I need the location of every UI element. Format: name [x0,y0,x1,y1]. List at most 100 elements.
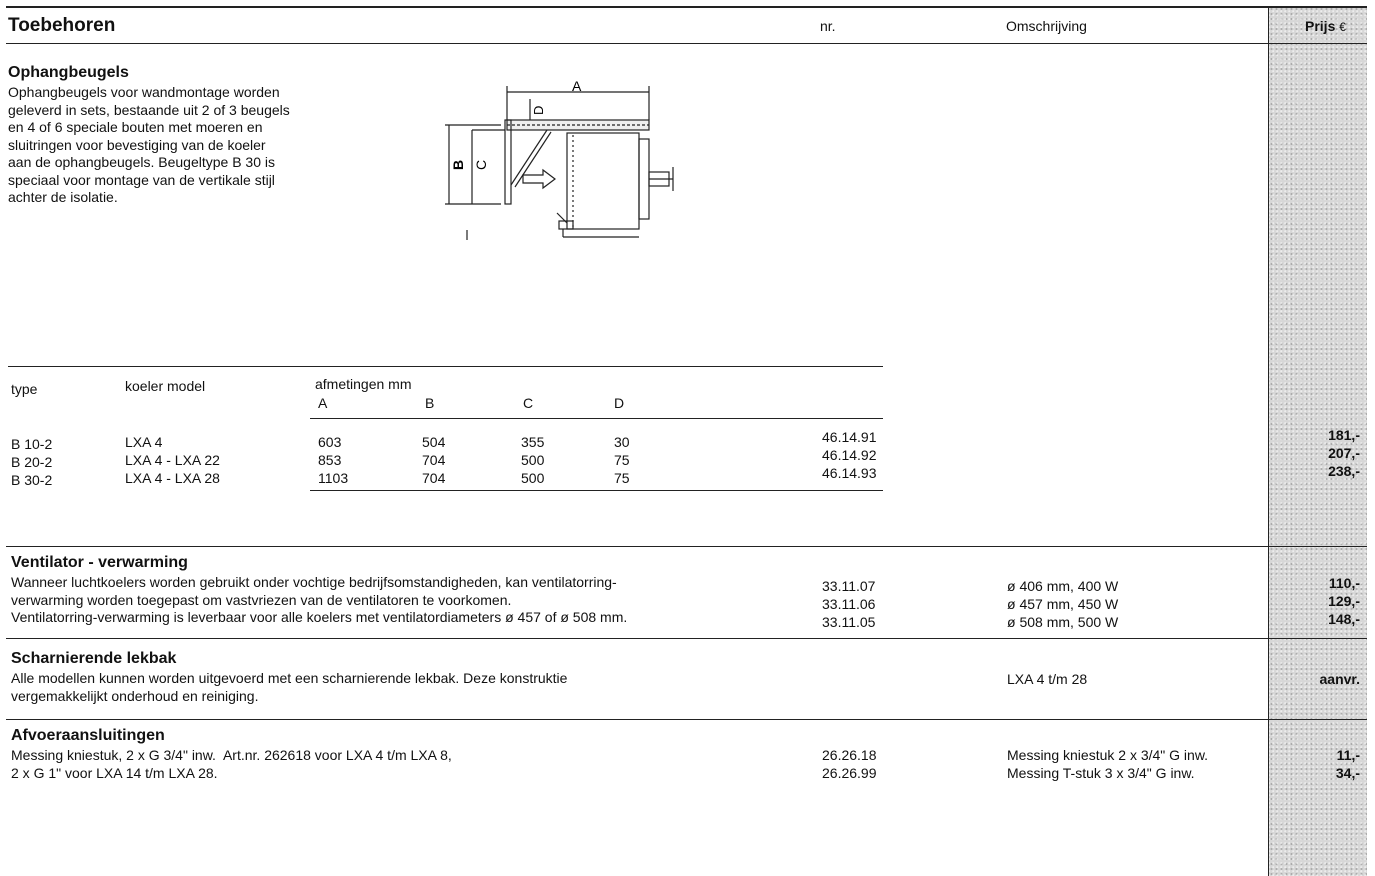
table-cell: 46.14.91 [822,429,877,445]
text-line: Messing kniestuk, 2 x G 3/4" inw. Art.nr… [11,747,452,763]
text-line: en 4 of 6 speciale bouten met moeren en [8,119,263,135]
text-line: Wanneer luchtkoelers worden gebruikt ond… [11,574,617,590]
lekbak-price: aanvr. [1319,671,1360,687]
text-line: geleverd in sets, bestaande uit 2 of 3 b… [8,101,290,118]
section-rule-afvoer [6,719,1367,720]
price-cell: 34,- [1335,765,1360,781]
table-cell: 500 [521,470,545,486]
table-cell: LXA 4 [125,434,163,450]
table-header-dim-d: D [614,395,625,411]
text-line: achter de isolatie. [8,189,118,205]
afvoer-column-desc: Messing kniestuk 2 x 3/4" G inw. Messing… [1007,746,1208,782]
list-item-desc: ø 457 mm, 450 W [1007,596,1119,612]
text-line: speciaal voor montage van de vertikale s… [8,171,275,188]
table-cell: 75 [614,452,630,468]
table-cell: LXA 4 - LXA 28 [125,470,220,486]
price-cell: 11,- [1336,747,1360,763]
section-text-ophangbeugels: Ophangbeugels voor wandmontage worden ge… [8,84,290,207]
table-cell: B 20-2 [11,454,53,470]
list-item-desc: Messing kniestuk 2 x 3/4" G inw. [1007,747,1209,763]
table-cell: 1103 [318,470,349,486]
list-item-nr: 33.11.06 [822,596,876,612]
section-rule-lekbak [6,638,1367,639]
header-top-rule [6,6,1367,8]
ventilator-column-desc: ø 406 mm, 400 W ø 457 mm, 450 W ø 508 mm… [1007,577,1118,631]
table-top-rule [8,366,883,367]
table-cell: 853 [318,452,342,468]
table-header-model: koeler model [125,378,206,394]
table-column-b: 504 704 704 [422,433,445,487]
table-column-model: LXA 4 LXA 4 - LXA 22 LXA 4 - LXA 28 [125,433,220,487]
lekbak-desc: LXA 4 t/m 28 [1007,671,1088,687]
ventilator-column-nr: 33.11.07 33.11.06 33.11.05 [822,577,875,631]
table-cell: 704 [422,452,446,468]
table-header-type: type [11,381,38,397]
section-title-ophangbeugels: Ophangbeugels [8,64,129,81]
diagram-label-d: D [531,106,546,115]
price-cell: 207,- [1328,445,1360,461]
text-line: 2 x G 1" voor LXA 14 t/m LXA 28. [11,764,218,781]
text-line: verwarming worden toegepast om vastvriez… [11,591,512,608]
table-cell: LXA 4 - LXA 22 [125,452,220,468]
table-cell: B 30-2 [11,472,53,488]
table-cell: 355 [521,434,545,450]
prijs-label: Prijs [1305,18,1336,34]
diagram-label-c: C [473,160,489,170]
price-cell: 110,- [1328,575,1360,591]
table-column-nr: 46.14.91 46.14.92 46.14.93 [822,428,877,482]
section-title-ventilator: Ventilator - verwarming [11,554,188,571]
table-bottom-rule [310,490,883,491]
table-cell: 46.14.93 [822,465,877,481]
ventilator-column-price: 110,- 129,- 148,- [1268,574,1360,628]
text-line: Ventilatorring-verwarming is leverbaar v… [11,609,628,625]
page-title: Toebehoren [8,15,116,36]
table-header-dim-c: C [523,395,534,411]
table-column-c: 355 500 500 [521,433,544,487]
table-header-dims: afmetingen mm [315,376,412,392]
table-cell: 75 [614,470,630,486]
list-item-desc: ø 406 mm, 400 W [1007,578,1119,594]
diagram-label-b: B [450,160,466,170]
price-column-shading [1268,6,1367,876]
list-item-nr: 33.11.05 [822,614,876,630]
header-bottom-rule [6,43,1367,44]
diagram-label-a: A [572,78,582,94]
section-title-afvoer: Afvoeraansluitingen [11,727,165,744]
text-line: sluitringen voor bevestiging van de koel… [8,136,266,153]
table-column-a: 603 853 1103 [318,433,348,487]
price-cell: 129,- [1328,593,1360,609]
section-text-ventilator: Wanneer luchtkoelers worden gebruikt ond… [11,574,627,627]
bracket-diagram: A D B C [445,78,674,240]
list-item-desc: Messing T-stuk 3 x 3/4" G inw. [1007,765,1195,781]
table-column-price: 181,- 207,- 238,- [1268,426,1360,480]
section-title-lekbak: Scharnierende lekbak [11,650,177,667]
table-header-dim-a: A [318,395,328,411]
column-header-nr: nr. [820,18,836,34]
table-column-d: 30 75 75 [614,433,630,487]
currency-symbol: € [1339,20,1346,34]
text-line: Alle modellen kunnen worden uitgevoerd m… [11,670,568,686]
afvoer-column-price: 11,- 34,- [1268,746,1360,782]
table-column-type: B 10-2 B 20-2 B 30-2 [11,435,52,489]
table-cell: 46.14.92 [822,447,877,463]
list-item-nr: 33.11.07 [822,578,876,594]
table-cell: B 10-2 [11,436,53,452]
section-text-afvoer: Messing kniestuk, 2 x G 3/4" inw. Art.nr… [11,747,452,782]
text-line: vergemakkelijkt onderhoud en reiniging. [11,687,259,704]
afvoer-column-nr: 26.26.18 26.26.99 [822,746,877,782]
section-rule-ventilator [6,546,1367,547]
table-header-rule [310,418,883,419]
table-header-dim-b: B [425,395,435,411]
table-cell: 704 [422,470,446,486]
table-cell: 504 [422,434,446,450]
list-item-nr: 26.26.18 [822,747,877,763]
table-cell: 30 [614,434,630,450]
price-column-divider [1268,6,1269,876]
price-cell: 238,- [1328,463,1360,479]
list-item-nr: 26.26.99 [822,765,877,781]
section-text-lekbak: Alle modellen kunnen worden uitgevoerd m… [11,670,567,705]
list-item-desc: ø 508 mm, 500 W [1007,614,1119,630]
text-line: Ophangbeugels voor wandmontage worden [8,84,280,100]
price-cell: 148,- [1328,611,1360,627]
text-line: aan de ophangbeugels. Beugeltype B 30 is [8,154,275,170]
